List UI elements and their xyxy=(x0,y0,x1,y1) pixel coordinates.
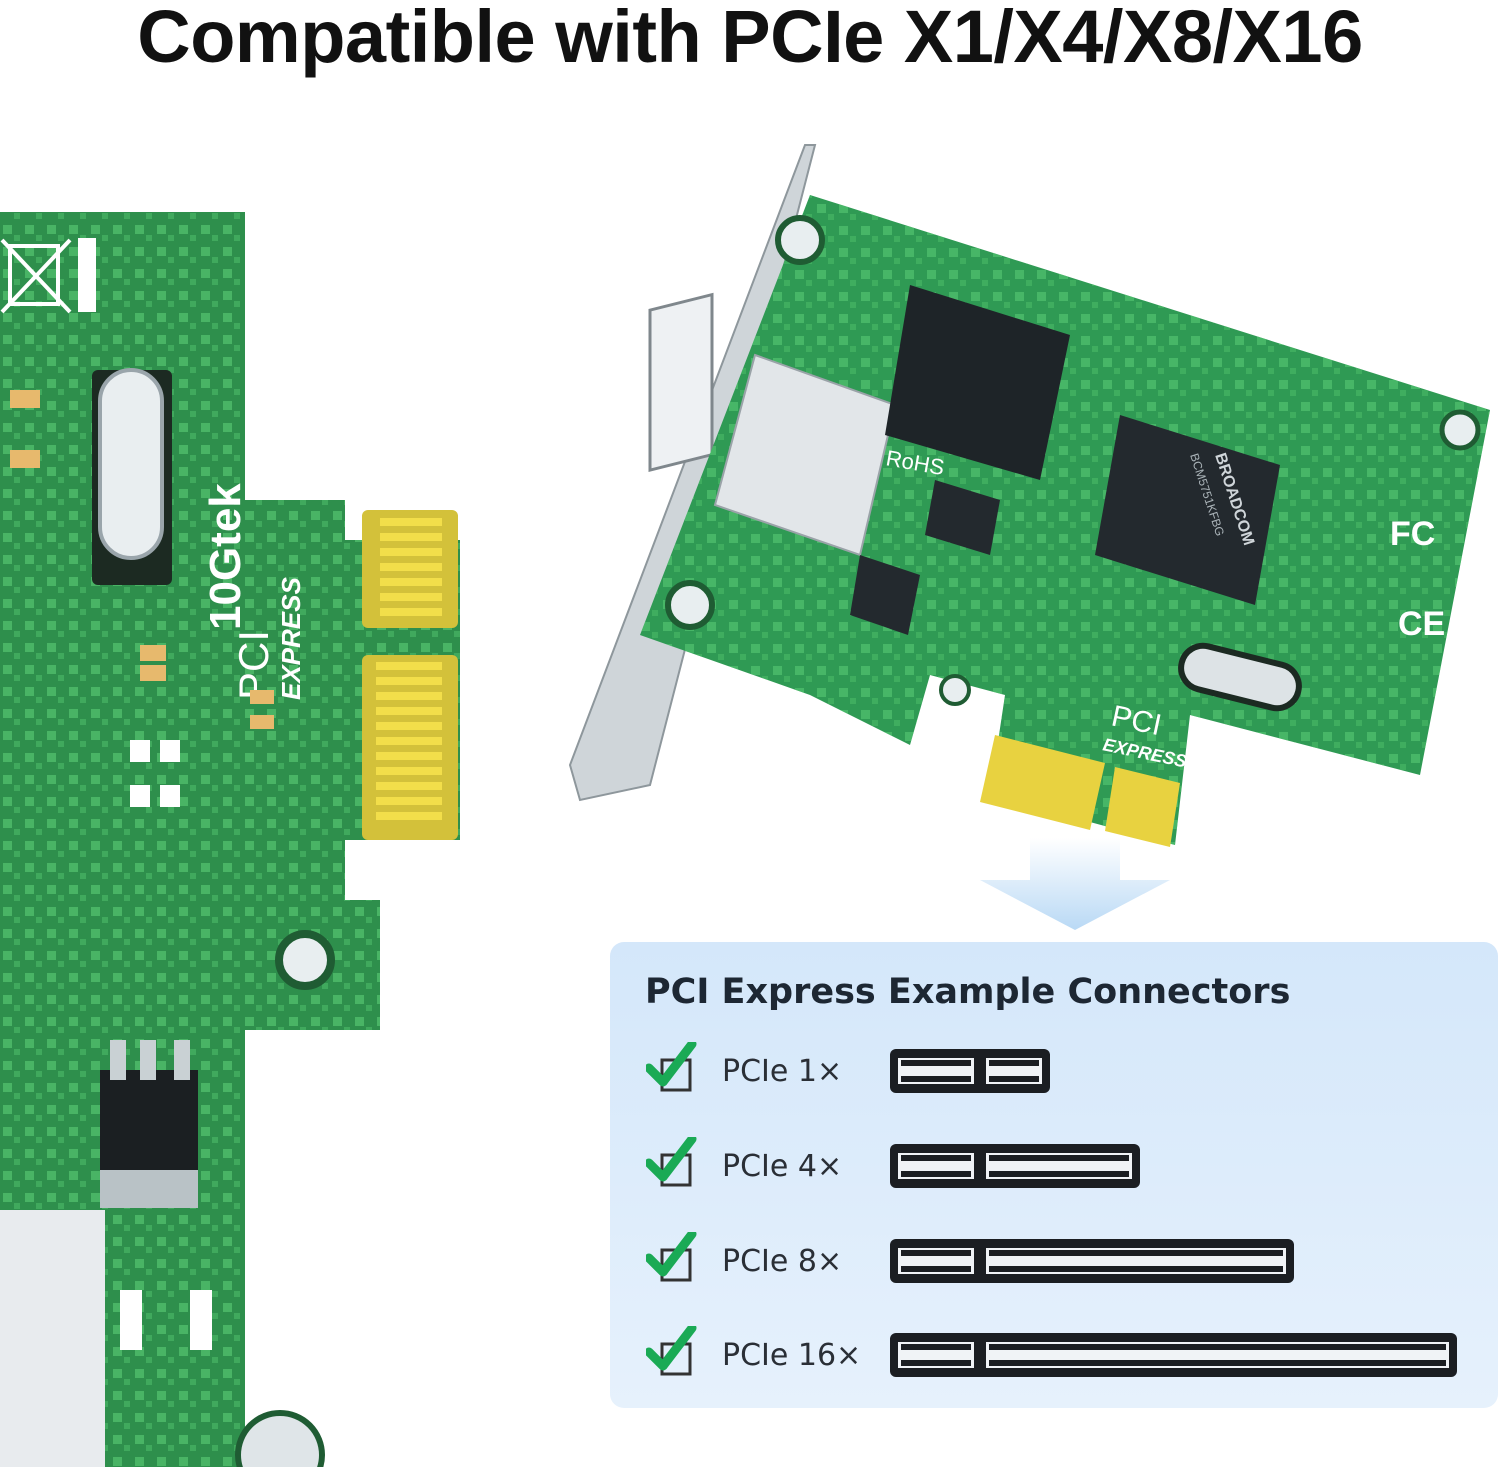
checkbox-checked-icon xyxy=(646,1042,697,1092)
checkbox-checked-icon xyxy=(646,1232,697,1282)
card-angled-image: BROADCOM BCM5751KFBG RoHS FC CE 10Gtek P… xyxy=(568,144,1490,847)
panel-title: PCI Express Example Connectors xyxy=(645,972,1291,1012)
row-pcie-4x: PCIe 4× xyxy=(610,1137,1498,1203)
pcie-x16-slot-icon xyxy=(890,1333,1457,1377)
checkbox-checked-icon xyxy=(646,1326,697,1376)
ce-mark: CE xyxy=(1398,605,1445,643)
fcc-mark: FC xyxy=(1390,515,1435,553)
headline: Compatible with PCIe X1/X4/X8/X16 xyxy=(137,0,1363,78)
row-label: PCIe 4× xyxy=(722,1149,843,1184)
down-arrow-icon xyxy=(980,838,1170,930)
row-label: PCIe 1× xyxy=(722,1054,843,1089)
row-pcie-1x: PCIe 1× xyxy=(610,1042,1498,1108)
pcie-x1-slot-icon xyxy=(890,1049,1050,1093)
angled-brand: 10Gtek xyxy=(1249,750,1354,803)
gold-fingers-lower xyxy=(376,662,442,820)
row-pcie-8x: PCIe 8× xyxy=(610,1232,1498,1298)
row-pcie-16x: PCIe 16× xyxy=(610,1326,1498,1392)
row-label: PCIe 8× xyxy=(722,1244,843,1279)
closeup-express-logo: EXPRESS xyxy=(276,577,306,700)
row-label: PCIe 16× xyxy=(722,1338,862,1373)
closeup-pci-logo: PCI xyxy=(230,630,277,700)
connector-panel: PCI Express Example Connectors PCIe 1× P… xyxy=(610,942,1498,1408)
card-closeup-image: 10Gtek PCI EXPRESS xyxy=(0,212,460,1467)
pcie-x8-slot-icon xyxy=(890,1239,1294,1283)
checkbox-checked-icon xyxy=(646,1137,697,1187)
smd-components xyxy=(10,390,274,729)
gold-fingers-upper xyxy=(380,518,442,616)
closeup-brand: 10Gtek xyxy=(201,483,250,630)
weee-icon xyxy=(0,238,96,314)
pcie-x4-slot-icon xyxy=(890,1144,1140,1188)
